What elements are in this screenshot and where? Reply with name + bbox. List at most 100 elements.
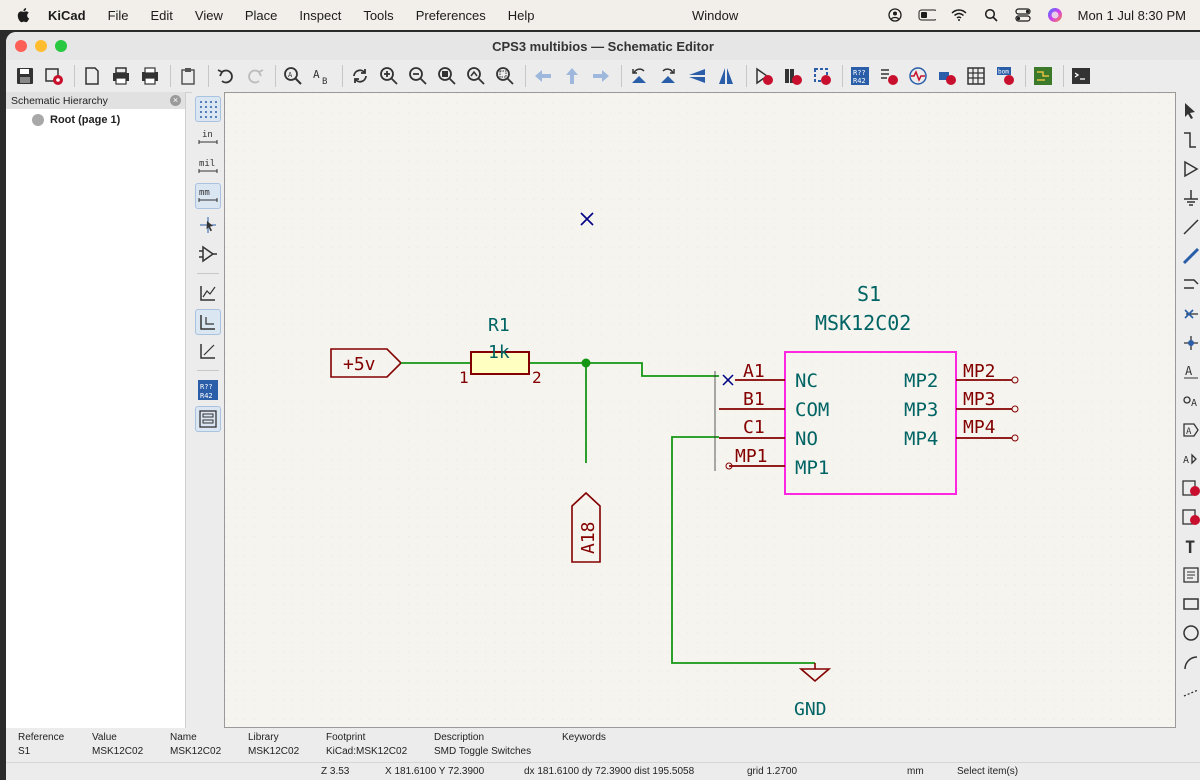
add-bus-icon[interactable]: [1176, 241, 1200, 270]
add-textbox-icon[interactable]: [1176, 560, 1200, 589]
gnd-symbol[interactable]: GND: [794, 663, 832, 720]
assign-footprints-icon[interactable]: [934, 63, 960, 89]
zoom-window-button[interactable]: [55, 40, 67, 52]
zoom-out-icon[interactable]: [405, 63, 431, 89]
add-sheet-icon[interactable]: [1176, 473, 1200, 502]
find-icon[interactable]: A: [280, 63, 306, 89]
units-mils-icon[interactable]: mil: [195, 154, 221, 180]
navigate-back-icon[interactable]: [530, 63, 556, 89]
add-netclass-icon[interactable]: A: [1176, 386, 1200, 415]
bom-icon[interactable]: bom: [992, 63, 1018, 89]
resistor-r1[interactable]: R1 1k 1 2: [459, 315, 542, 387]
add-junction-icon[interactable]: [1176, 328, 1200, 357]
zoom-selection-icon[interactable]: [492, 63, 518, 89]
menu-inspect[interactable]: Inspect: [299, 7, 342, 23]
menu-help[interactable]: Help: [507, 7, 535, 23]
no-connect-marker[interactable]: [580, 212, 594, 226]
add-rectangle-icon[interactable]: [1176, 589, 1200, 618]
user-icon[interactable]: [886, 6, 904, 24]
line-mode-45-icon[interactable]: [195, 338, 221, 364]
menubar-clock[interactable]: Mon 1 Jul 8:30 PM: [1077, 7, 1186, 23]
pin-types-icon[interactable]: [195, 241, 221, 267]
mirror-vertical-icon[interactable]: [684, 63, 710, 89]
annotate-icon[interactable]: R??R42: [847, 63, 873, 89]
redo-icon[interactable]: [242, 63, 268, 89]
scripting-console-icon[interactable]: [1068, 63, 1094, 89]
schematic-drawing[interactable]: +5v R1 1k 1 2 A18: [225, 93, 1177, 729]
print-icon[interactable]: [108, 63, 134, 89]
mirror-horizontal-icon[interactable]: [713, 63, 739, 89]
close-window-button[interactable]: [15, 40, 27, 52]
highlight-net-icon[interactable]: [1176, 125, 1200, 154]
add-symbol-icon[interactable]: [1176, 154, 1200, 183]
rotate-ccw-icon[interactable]: [626, 63, 652, 89]
switch-s1[interactable]: S1 MSK12C02 A1 B1 C1 MP1 NC COM NO M: [719, 282, 1019, 495]
svg-text:B1: B1: [743, 389, 765, 410]
menu-place[interactable]: Place: [244, 7, 278, 23]
svg-text:R??: R??: [200, 383, 213, 391]
schematic-setup-icon[interactable]: [41, 63, 67, 89]
paste-icon[interactable]: [175, 63, 201, 89]
add-bus-entry-icon[interactable]: [1176, 270, 1200, 299]
add-global-label-icon[interactable]: A: [1176, 415, 1200, 444]
save-icon[interactable]: [12, 63, 38, 89]
rotate-cw-icon[interactable]: [655, 63, 681, 89]
control-center-icon[interactable]: [1014, 6, 1032, 24]
units-mm-icon[interactable]: mm: [195, 183, 221, 209]
close-panel-icon[interactable]: ×: [170, 95, 181, 106]
plot-icon[interactable]: [137, 63, 163, 89]
annotations-toggle-icon[interactable]: R??R42: [195, 377, 221, 403]
symbol-editor-icon[interactable]: [751, 63, 777, 89]
fields-editor-icon[interactable]: [963, 63, 989, 89]
power-label-5v[interactable]: +5v: [330, 348, 403, 378]
zoom-in-icon[interactable]: [376, 63, 402, 89]
units-inches-icon[interactable]: in: [195, 125, 221, 151]
hier-label-a18[interactable]: A18: [571, 491, 601, 563]
properties-panel-icon[interactable]: [195, 406, 221, 432]
simulator-icon[interactable]: [905, 63, 931, 89]
menu-view[interactable]: View: [194, 7, 223, 23]
refresh-icon[interactable]: [347, 63, 373, 89]
menu-edit[interactable]: Edit: [150, 7, 173, 23]
menu-file[interactable]: File: [107, 7, 129, 23]
menu-tools[interactable]: Tools: [363, 7, 394, 23]
select-tool-icon[interactable]: [1176, 96, 1200, 125]
add-power-icon[interactable]: [1176, 183, 1200, 212]
svg-text:NC: NC: [795, 370, 818, 392]
add-arc-icon[interactable]: [1176, 647, 1200, 676]
search-icon[interactable]: [982, 6, 1000, 24]
apple-icon[interactable]: [16, 7, 30, 23]
grid-toggle-icon[interactable]: [195, 96, 221, 122]
line-mode-90-icon[interactable]: [195, 309, 221, 335]
siri-icon[interactable]: [1046, 6, 1064, 24]
add-label-icon[interactable]: A: [1176, 357, 1200, 386]
add-no-connect-icon[interactable]: [1176, 299, 1200, 328]
zoom-fit-icon[interactable]: [434, 63, 460, 89]
cursor-style-icon[interactable]: [195, 212, 221, 238]
menu-app-kicad[interactable]: KiCad: [48, 7, 86, 23]
add-wire-icon[interactable]: [1176, 212, 1200, 241]
symbol-library-browser-icon[interactable]: [780, 63, 806, 89]
minimize-window-button[interactable]: [35, 40, 47, 52]
undo-icon[interactable]: [213, 63, 239, 89]
line-mode-free-icon[interactable]: [195, 280, 221, 306]
hierarchy-root-node[interactable]: Root (page 1): [14, 114, 185, 126]
add-circle-icon[interactable]: [1176, 618, 1200, 647]
zoom-objects-icon[interactable]: [463, 63, 489, 89]
schematic-canvas[interactable]: +5v R1 1k 1 2 A18: [224, 92, 1177, 729]
add-hier-label-icon[interactable]: A: [1176, 444, 1200, 473]
battery-icon[interactable]: [918, 6, 936, 24]
page-settings-icon[interactable]: [79, 63, 105, 89]
footprint-editor-icon[interactable]: [809, 63, 835, 89]
add-line-icon[interactable]: [1176, 676, 1200, 705]
add-text-icon[interactable]: T: [1176, 531, 1200, 560]
erc-icon[interactable]: [876, 63, 902, 89]
wifi-icon[interactable]: [950, 6, 968, 24]
pcb-editor-icon[interactable]: [1030, 63, 1056, 89]
menu-preferences[interactable]: Preferences: [415, 7, 486, 23]
menu-window[interactable]: Window: [692, 7, 739, 23]
import-sheet-pin-icon[interactable]: [1176, 502, 1200, 531]
navigate-forward-icon[interactable]: [588, 63, 614, 89]
navigate-up-icon[interactable]: [559, 63, 585, 89]
